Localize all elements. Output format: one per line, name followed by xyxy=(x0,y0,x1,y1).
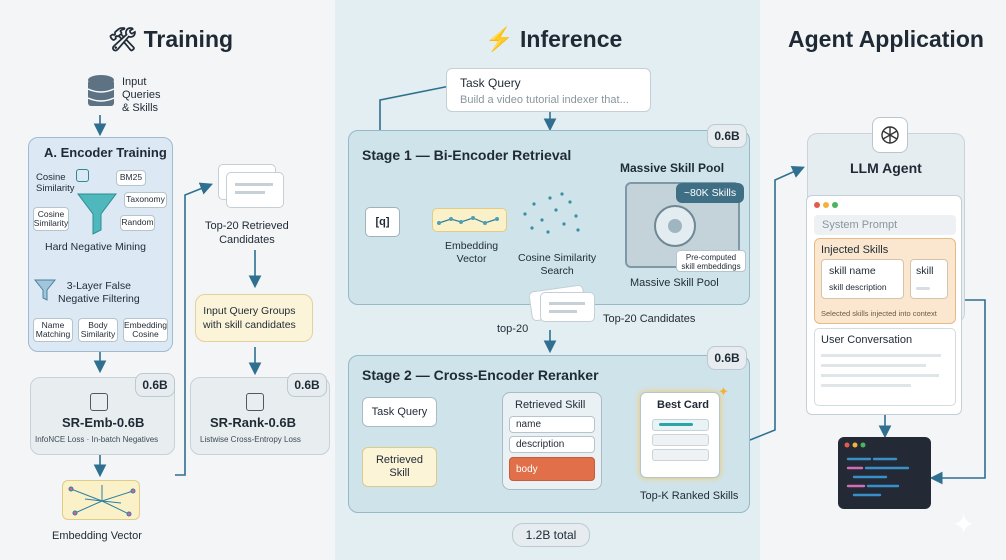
ranked-card-2 xyxy=(652,434,709,446)
emb-size-badge: 0.6B xyxy=(135,373,175,397)
task-query-box xyxy=(446,68,651,112)
skill-pool-title: Massive Skill Pool xyxy=(620,161,725,175)
precomputed-label: Pre-computed skill embeddings xyxy=(676,250,746,272)
tools-icon: 🛠 xyxy=(108,26,138,52)
retrieved-skill-input: Retrieved Skill xyxy=(362,447,437,487)
topk-label: Top-K Ranked Skills xyxy=(640,490,739,502)
top20-card-front xyxy=(540,292,595,322)
system-prompt-bar: System Prompt xyxy=(814,215,956,235)
skill-name-label: skill name xyxy=(829,265,876,277)
hard-negative-mining: Hard Negative Mining xyxy=(45,241,146,253)
retrieved-skill-title: Retrieved Skill xyxy=(515,399,586,411)
sr-rank-model: SR-Rank-0.6B xyxy=(210,415,296,430)
input-label: Input Queries & Skills xyxy=(122,76,161,114)
chip-icon xyxy=(90,393,108,411)
conversation-line xyxy=(821,374,939,377)
rank-size-badge: 0.6B xyxy=(287,373,327,397)
stage1-size-badge: 0.6B xyxy=(707,124,747,148)
sparkle-icon: ✦ xyxy=(718,384,729,399)
encoder-training-title: A. Encoder Training xyxy=(44,145,167,160)
skill-description-label: skill description xyxy=(829,282,887,292)
sr-emb-model: SR-Emb-0.6B xyxy=(62,415,145,430)
agent-title: Agent Application xyxy=(788,26,984,52)
query-groups-label: Input Query Groups with skill candidates xyxy=(203,305,296,331)
code-lines-icon xyxy=(844,442,910,497)
vault-icon xyxy=(654,205,696,247)
best-card-title: Best Card xyxy=(657,399,709,411)
field-description: description xyxy=(509,436,595,453)
code-terminal xyxy=(838,437,931,509)
embedding-vector-label: Embedding Vector xyxy=(445,240,499,265)
card-line xyxy=(235,183,273,186)
window-dot-yellow xyxy=(823,202,829,208)
rank-loss-label: Listwise Cross-Entropy Loss xyxy=(200,435,301,444)
skill-placeholder-line xyxy=(916,287,930,290)
user-conversation-panel xyxy=(814,328,956,406)
filter-funnel-icon xyxy=(33,278,57,302)
card-line xyxy=(549,310,577,313)
database-icon xyxy=(86,75,116,111)
taxonomy-box: Taxonomy xyxy=(124,192,167,208)
query-vector-box: [q] xyxy=(365,207,400,237)
user-conversation-label: User Conversation xyxy=(821,334,913,346)
filter-body-similarity: Body Similarity xyxy=(78,318,118,342)
sparkle-icon: ✦ xyxy=(952,509,976,540)
cosine-search-label: Cosine Similarity Search xyxy=(518,252,597,277)
stage2-title: Stage 2 — Cross-Encoder Reranker xyxy=(362,367,599,383)
top20-candidates-label: Top-20 Candidates xyxy=(603,313,696,325)
embedding-vector-box xyxy=(432,208,507,232)
stage2-size-badge: 0.6B xyxy=(707,346,747,370)
lightning-icon: ⚡ xyxy=(485,26,514,52)
llm-agent-label: LLM Agent xyxy=(850,160,922,176)
cosine-similarity-label: Cosine Similarity xyxy=(36,172,75,194)
conversation-line xyxy=(821,364,926,367)
top20-card-front xyxy=(226,172,284,208)
card-line xyxy=(235,191,265,194)
field-name: name xyxy=(509,416,595,433)
conversation-line xyxy=(821,354,941,357)
funnel-icon xyxy=(76,190,118,236)
embedding-vector-label: Embedding Vector xyxy=(52,530,142,542)
skill-count-badge: ~80K Skills xyxy=(676,183,744,203)
emb-loss-label: InfoNCE Loss · In-batch Negatives xyxy=(35,435,159,444)
chip-icon xyxy=(76,169,89,182)
query-groups-box xyxy=(195,294,313,342)
skill-label: skill xyxy=(916,265,934,277)
field-body: body xyxy=(509,457,595,481)
cosine-similarity-box: Cosine Similarity xyxy=(33,207,69,231)
ranked-card-3 xyxy=(652,449,709,461)
filter-embedding-cosine: Embedding Cosine xyxy=(123,318,168,342)
total-size-badge: 1.2B total xyxy=(512,523,590,547)
window-dot-green xyxy=(832,202,838,208)
skill-card-secondary xyxy=(910,259,948,299)
stage1-title: Stage 1 — Bi-Encoder Retrieval xyxy=(362,147,572,163)
card-line xyxy=(549,302,585,305)
false-negative-filtering: 3-Layer False Negative Filtering xyxy=(58,280,140,305)
task-query-title: Task Query xyxy=(460,76,521,90)
encoder-training-panel xyxy=(28,137,173,352)
best-card-highlight xyxy=(652,419,709,431)
conversation-line xyxy=(821,384,911,387)
cosine-search-dots xyxy=(520,190,582,240)
task-query-input: Task Query xyxy=(362,397,437,427)
random-box: Random xyxy=(120,215,155,231)
embedding-vector-graphic xyxy=(62,480,140,520)
task-query-text: Build a video tutorial indexer that... xyxy=(460,94,629,106)
top20-label: top-20 xyxy=(497,323,529,335)
openai-logo-icon xyxy=(872,117,908,153)
injected-skills-title: Injected Skills xyxy=(821,244,889,256)
top20-candidates-label: Top-20 Retrieved Candidates xyxy=(205,220,289,246)
filter-name-matching: Name Matching xyxy=(33,318,73,342)
window-dot-red xyxy=(814,202,820,208)
injected-caption: Selected skills injected into context xyxy=(821,309,937,318)
inference-title: ⚡ Inference xyxy=(485,26,623,52)
training-title: 🛠 Training xyxy=(108,26,234,52)
skill-card-primary xyxy=(821,259,904,299)
skill-pool-caption: Massive Skill Pool xyxy=(630,277,719,289)
bm25-box: BM25 xyxy=(116,170,146,186)
chip-icon xyxy=(246,393,264,411)
